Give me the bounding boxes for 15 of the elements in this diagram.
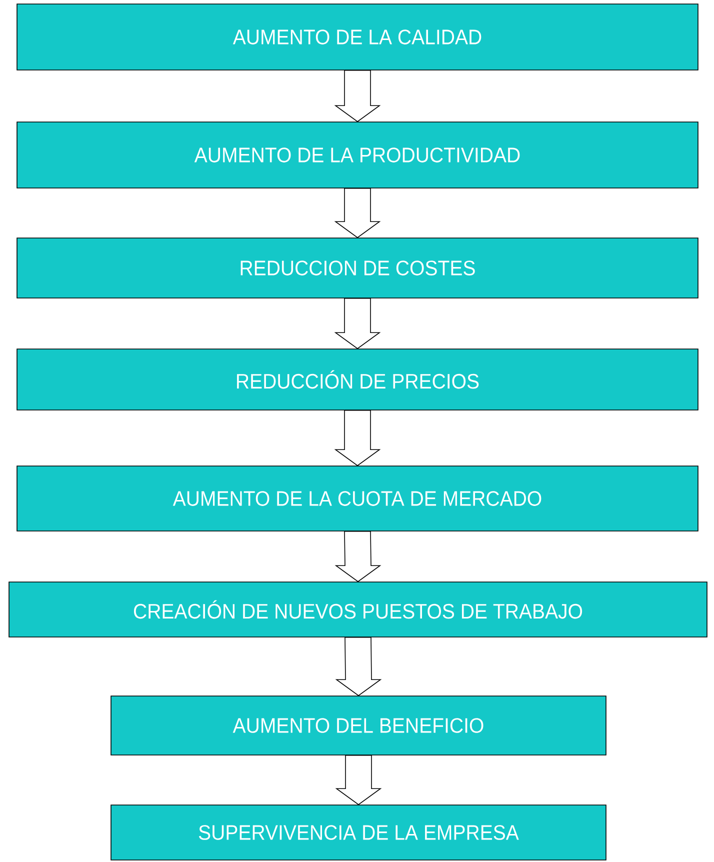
block-arrow: [334, 410, 381, 466]
process-box: REDUCCIÓN DE PRECIOS: [16, 348, 698, 410]
process-box: AUMENTO DE LA PRODUCTIVIDAD: [16, 122, 698, 188]
process-box: AUMENTO DEL BENEFICIO: [110, 696, 606, 756]
process-box: CREACIÓN DE NUEVOS PUESTOS DE TRABAJO: [8, 582, 708, 638]
process-box: AUMENTO DE LA CALIDAD: [16, 4, 698, 70]
block-arrow: [335, 637, 382, 696]
block-arrow: [335, 755, 382, 806]
block-arrow: [334, 298, 381, 350]
block-arrow: [334, 70, 381, 122]
block-arrow: [334, 188, 381, 238]
block-arrow: [334, 531, 382, 582]
process-box: SUPERVIVENCIA DE LA EMPRESA: [110, 804, 606, 860]
process-box: AUMENTO DE LA CUOTA DE MERCADO: [16, 466, 698, 532]
process-box: REDUCCION DE COSTES: [16, 238, 698, 298]
